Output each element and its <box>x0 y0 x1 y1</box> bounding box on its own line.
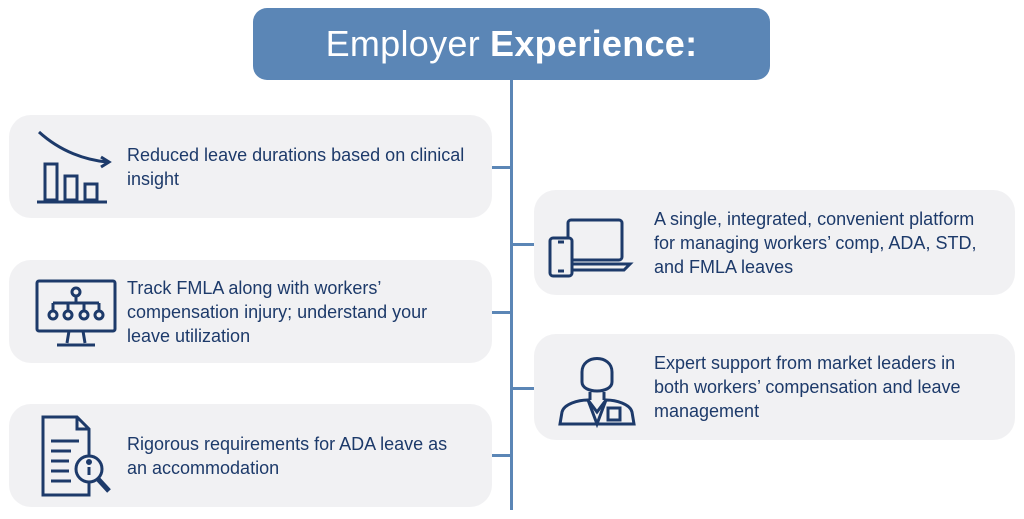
expert-person-icon <box>552 342 642 432</box>
connector-left-1 <box>492 166 512 169</box>
title-regular: Employer <box>325 23 481 64</box>
benefit-card-reduced-leave: Reduced leave durations based on clinica… <box>9 115 492 218</box>
connector-right-2 <box>512 387 534 390</box>
benefit-text: Reduced leave durations based on clinica… <box>127 144 465 189</box>
benefit-card-expert-support: Expert support from market leaders in bo… <box>534 334 1015 440</box>
benefit-card-ada-requirements: Rigorous requirements for ADA leave as a… <box>9 404 492 507</box>
benefit-text: A single, integrated, convenient platfor… <box>654 208 977 277</box>
title-bold: Experience: <box>490 23 698 64</box>
connector-right-1 <box>512 243 534 246</box>
benefit-card-integrated-platform: A single, integrated, convenient platfor… <box>534 190 1015 295</box>
document-magnifier-icon <box>31 411 121 501</box>
monitor-network-icon <box>31 267 121 357</box>
declining-bar-chart-icon <box>31 122 121 212</box>
connector-left-3 <box>492 454 512 457</box>
connector-left-2 <box>492 311 512 314</box>
title-banner: Employer Experience: <box>253 8 770 80</box>
benefit-text: Expert support from market leaders in bo… <box>654 353 961 421</box>
benefit-text: Track FMLA along with workers’ compensat… <box>127 277 428 346</box>
connector-spine <box>510 80 513 510</box>
benefit-text: Rigorous requirements for ADA leave as a… <box>127 433 448 478</box>
benefit-card-track-fmla: Track FMLA along with workers’ compensat… <box>9 260 492 363</box>
devices-icon <box>544 198 634 288</box>
